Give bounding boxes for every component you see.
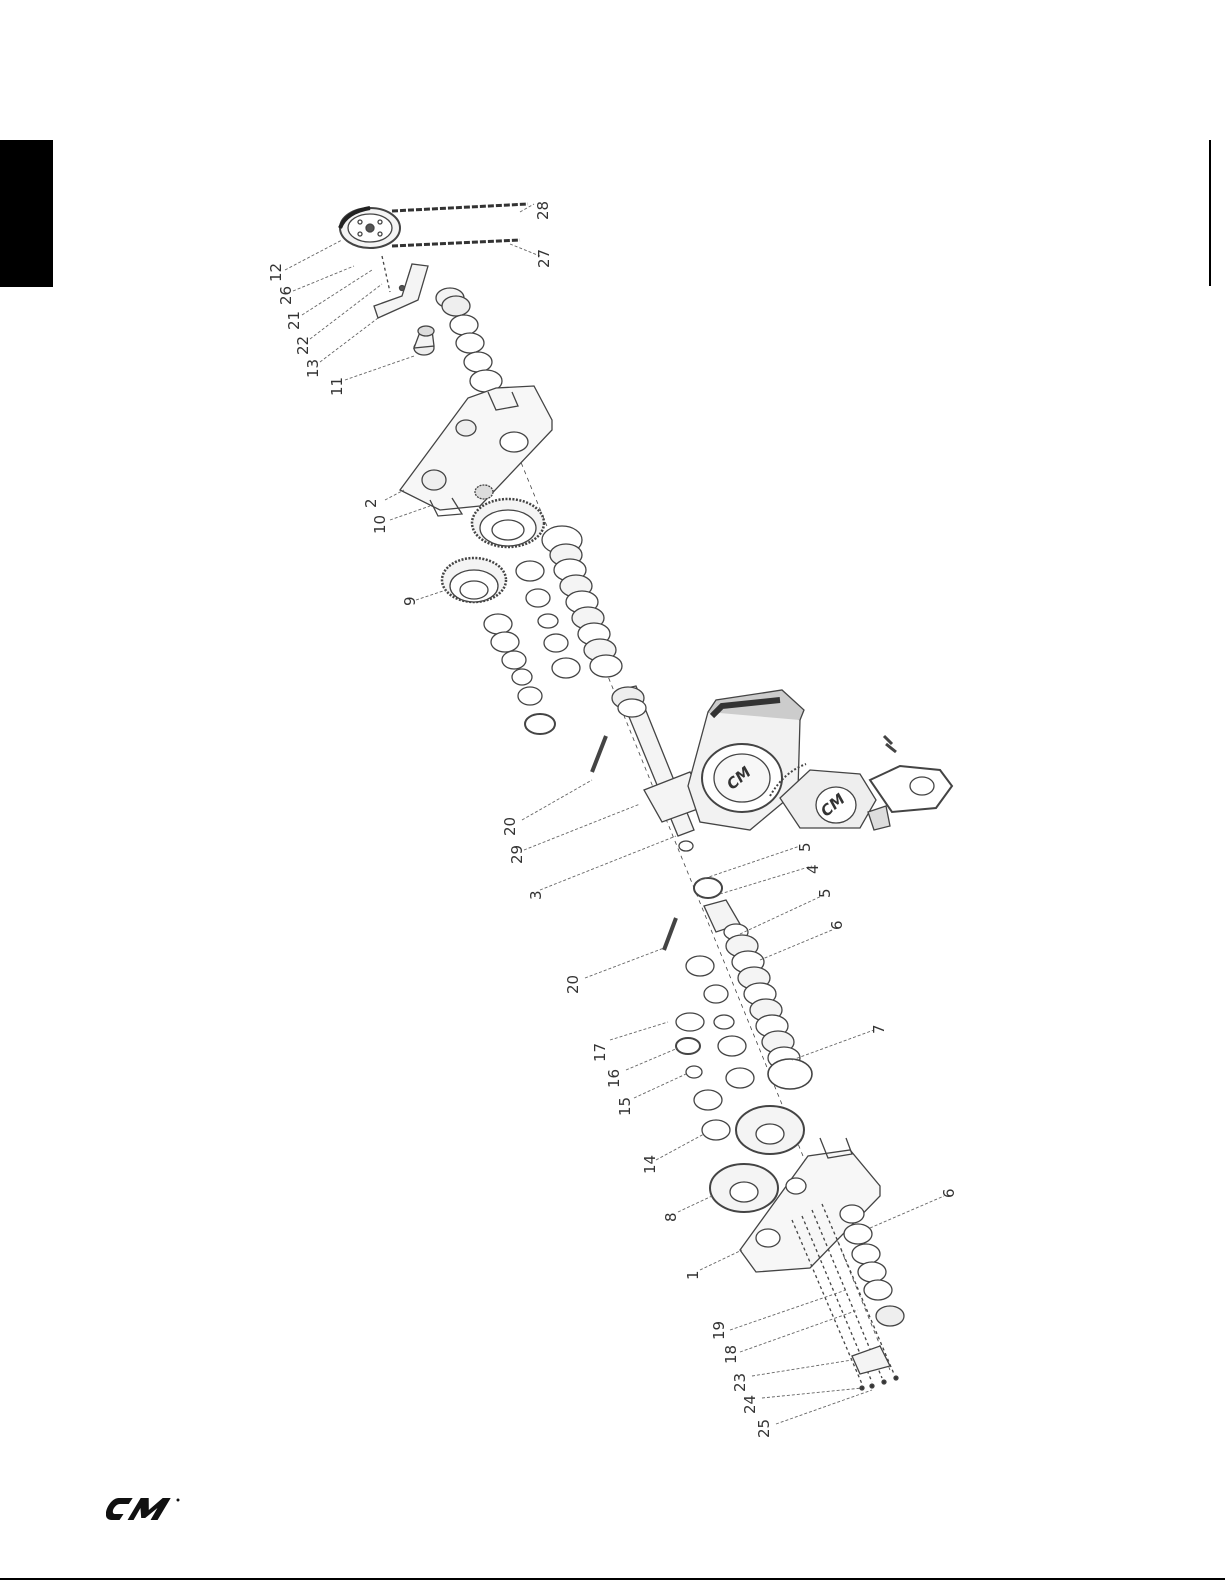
cotter-pin-upper [592, 736, 606, 772]
lower-bearing-stack [726, 935, 812, 1089]
callout-15: 15 [616, 1097, 634, 1116]
callout-28: 28 [534, 201, 552, 220]
callout-10: 10 [371, 515, 389, 534]
callout-3: 3 [527, 890, 545, 900]
upper-washer-stack-left [484, 614, 555, 734]
callout-1: 1 [684, 1270, 702, 1280]
callout-5-lower: 5 [816, 888, 834, 898]
small-fasteners [860, 1376, 898, 1390]
upper-bearing-stack [542, 526, 622, 677]
callout-12: 12 [267, 263, 285, 282]
callout-8: 8 [662, 1212, 680, 1222]
callout-14: 14 [641, 1155, 659, 1174]
callout-9: 9 [401, 596, 419, 606]
upper-side-plate [400, 386, 552, 516]
lower-load-gear [736, 1106, 804, 1154]
callout-25: 25 [755, 1419, 773, 1438]
callout-6-lower: 6 [940, 1188, 958, 1198]
upper-nut-stack [436, 288, 502, 392]
callout-23: 23 [731, 1373, 749, 1392]
callout-19: 19 [710, 1321, 728, 1340]
callout-5-upper: 5 [796, 842, 814, 852]
intermediate-pinion [475, 485, 493, 499]
lower-nut-stack [844, 1224, 904, 1326]
callout-11: 11 [328, 377, 346, 396]
callout-22: 22 [294, 336, 312, 355]
cotter-pin-lower [664, 918, 676, 950]
hand-chain [392, 204, 528, 246]
callout-27: 27 [535, 249, 553, 268]
lower-spacer-stack [694, 878, 748, 940]
lower-brake-gear [710, 1164, 778, 1212]
callout-21: 21 [285, 311, 303, 330]
load-gear-upper [472, 499, 544, 547]
callout-6-upper: 6 [828, 920, 846, 930]
callout-20-upper: 20 [501, 817, 519, 836]
cm-logo [106, 1494, 186, 1524]
callout-20-lower: 20 [564, 975, 582, 994]
chain-guide-bracket [374, 256, 428, 318]
callout-24: 24 [741, 1395, 759, 1414]
callout-13: 13 [304, 359, 322, 378]
callout-7: 7 [870, 1024, 888, 1034]
callout-26: 26 [277, 286, 295, 305]
callout-18: 18 [722, 1345, 740, 1364]
callout-16: 16 [605, 1069, 623, 1088]
drive-shaft [612, 686, 706, 851]
callout-4: 4 [804, 864, 822, 874]
load-gear-lower [442, 558, 506, 602]
callout-17: 17 [591, 1043, 609, 1062]
pinion-gear [414, 326, 434, 355]
hand-chain-wheel [340, 208, 400, 248]
callout-2: 2 [362, 498, 380, 508]
callout-29: 29 [508, 845, 526, 864]
